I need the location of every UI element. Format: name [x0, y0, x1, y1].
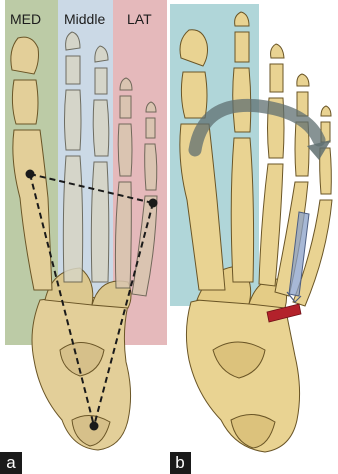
panel-divider [168, 0, 170, 474]
tarsal-bones [32, 268, 131, 450]
ray-2 [63, 32, 82, 282]
ray-b-3 [259, 44, 284, 286]
panel-a-drawing [0, 0, 169, 474]
panel-b-drawing [169, 0, 338, 474]
zone-label-middle: Middle [64, 11, 105, 27]
point-calcaneus [90, 422, 99, 431]
zone-label-lat: LAT [127, 11, 152, 27]
panel-letter-b: b [169, 452, 191, 474]
panel-letter-a: a [0, 452, 22, 474]
panel-a: MED Middle LAT a [0, 0, 169, 474]
point-fifth-metatarsal-head [149, 199, 158, 208]
panel-b: b [169, 0, 338, 474]
point-first-metatarsal-head [26, 170, 35, 179]
zone-label-med: MED [10, 11, 41, 27]
